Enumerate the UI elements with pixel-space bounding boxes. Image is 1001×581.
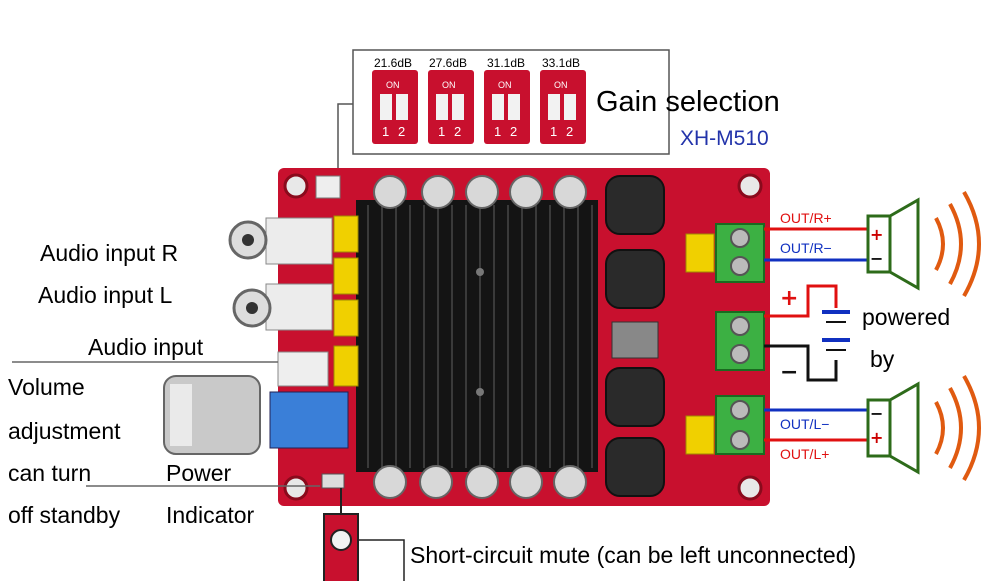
label-volume-2: adjustment bbox=[8, 418, 121, 444]
label-out-r-minus: OUT/R− bbox=[780, 240, 832, 256]
heatsink-screw-bottom bbox=[476, 388, 484, 396]
speaker-left-plus: + bbox=[870, 428, 884, 447]
label-volume-1: Volume bbox=[8, 374, 85, 400]
label-power-2: Indicator bbox=[166, 502, 255, 528]
heatsink-fins bbox=[367, 205, 593, 468]
speaker-right bbox=[866, 197, 920, 291]
speaker-right-minus: − bbox=[870, 249, 884, 268]
switch-4-db: 33.1dB bbox=[542, 56, 581, 70]
gain-pointer-line bbox=[337, 103, 353, 176]
mount-hole-bl bbox=[283, 475, 309, 501]
switch-2-pos2: 2 bbox=[454, 124, 462, 139]
yellow-capacitors bbox=[333, 215, 715, 455]
leader-mute bbox=[358, 539, 405, 581]
label-audio-input-l: Audio input L bbox=[38, 282, 173, 308]
switch-4-on: ON bbox=[554, 80, 568, 90]
mount-hole-tl bbox=[283, 173, 309, 199]
power-indicator-led bbox=[321, 473, 345, 489]
switch-2-pos1: 1 bbox=[438, 124, 446, 139]
wire-power-minus bbox=[764, 344, 838, 382]
label-short-circuit: Short-circuit mute (can be left unconnec… bbox=[410, 542, 857, 568]
heatsink-screw-top bbox=[476, 268, 484, 276]
rca-jack-r bbox=[228, 217, 333, 265]
label-out-r-plus: OUT/R+ bbox=[780, 210, 832, 226]
label-out-l-plus: OUT/L+ bbox=[780, 446, 830, 462]
switch-2-db: 27.6dB bbox=[429, 56, 468, 70]
switch-3-pos2: 2 bbox=[510, 124, 518, 139]
model-label: XH-M510 bbox=[680, 127, 769, 150]
label-volume-4: off standby bbox=[8, 502, 121, 528]
mount-hole-tr bbox=[737, 173, 763, 199]
label-power-1: Power bbox=[166, 460, 232, 486]
speaker-left-minus: − bbox=[870, 404, 884, 423]
battery-symbol bbox=[822, 310, 850, 351]
dip-switch-4 bbox=[540, 70, 586, 144]
label-powered: powered bbox=[862, 304, 951, 330]
switch-1-db: 21.6dB bbox=[374, 56, 413, 70]
inductors bbox=[605, 175, 665, 497]
dip-switch-1 bbox=[372, 70, 418, 144]
capacitors-top bbox=[373, 175, 587, 209]
mute-jumper bbox=[323, 513, 359, 581]
dip-switch-3 bbox=[484, 70, 530, 144]
volume-pot-body bbox=[269, 391, 349, 449]
sound-waves-left bbox=[934, 375, 981, 481]
wire-power-plus bbox=[764, 284, 838, 318]
rca-jack-l bbox=[232, 283, 333, 331]
speaker-right-plus: + bbox=[870, 225, 884, 244]
switch-3-pos1: 1 bbox=[494, 124, 502, 139]
dip-switch-2 bbox=[428, 70, 474, 144]
switch-4-pos1: 1 bbox=[550, 124, 558, 139]
switch-3-db: 31.1dB bbox=[487, 56, 526, 70]
switch-2-on: ON bbox=[442, 80, 456, 90]
label-volume-3: can turn bbox=[8, 460, 92, 486]
power-minus-symbol: − bbox=[780, 360, 799, 385]
sound-waves-right bbox=[934, 191, 981, 297]
power-plus-symbol: + bbox=[780, 286, 799, 311]
mount-hole-br bbox=[737, 475, 763, 501]
switch-4-pos2: 2 bbox=[566, 124, 574, 139]
switch-3-on: ON bbox=[498, 80, 512, 90]
capacitors-bottom bbox=[373, 465, 587, 499]
gain-selection-title: Gain selection bbox=[596, 86, 780, 118]
label-by: by bbox=[870, 346, 895, 372]
label-audio-input-r: Audio input R bbox=[40, 240, 179, 266]
label-audio-input: Audio input bbox=[88, 334, 204, 360]
switch-1-pos2: 2 bbox=[398, 124, 406, 139]
switch-1-on: ON bbox=[386, 80, 400, 90]
label-out-l-minus: OUT/L− bbox=[780, 416, 830, 432]
switch-1-pos1: 1 bbox=[382, 124, 390, 139]
board-dip-switch bbox=[315, 175, 341, 199]
speaker-left bbox=[866, 381, 920, 475]
regulator-chip bbox=[611, 321, 659, 359]
audio-input-connector bbox=[277, 351, 329, 387]
heatsink bbox=[356, 200, 598, 472]
